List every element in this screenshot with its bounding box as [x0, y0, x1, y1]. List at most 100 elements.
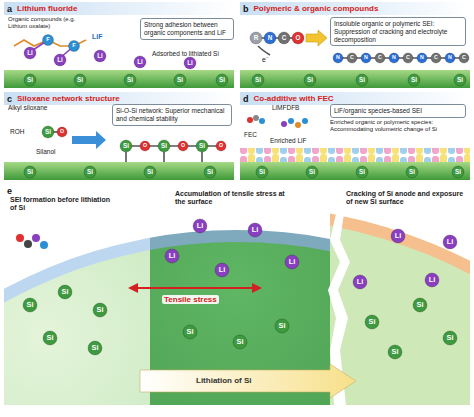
atom-symbol: Li: [353, 275, 367, 289]
atom-circle: [178, 141, 188, 151]
annotation: Accumulation of tensile stress at the su…: [175, 190, 297, 206]
atom-symbol: C: [403, 53, 413, 63]
atom-symbol: F: [43, 35, 54, 46]
atom-circle: [445, 53, 455, 63]
atom-circle: [140, 141, 150, 151]
atom-circle: [278, 32, 290, 44]
atom-symbol: Si: [388, 345, 402, 359]
atom-symbol: Si: [23, 298, 37, 312]
atom-symbol: Si: [454, 74, 466, 86]
atom-symbol: O: [292, 32, 304, 44]
atom-circle: [57, 127, 67, 137]
atom-circle: [443, 331, 457, 345]
atom-symbol: O: [178, 141, 188, 151]
si-layers: [4, 70, 470, 180]
atom-symbol: Li: [443, 235, 457, 249]
atom-symbol: Si: [413, 298, 427, 312]
atom-circle: [204, 166, 216, 178]
atom-circle: [375, 53, 385, 63]
atom-symbol: Si: [24, 74, 36, 86]
atom-symbol: Si: [216, 74, 228, 86]
annotation: LiMFDFB: [272, 104, 316, 111]
atom-symbol: C: [459, 53, 469, 63]
atom-circle: [389, 53, 399, 63]
atom-symbol: Li: [248, 223, 262, 237]
tensile-arrow: [128, 283, 262, 293]
atom-circle: [333, 53, 343, 63]
atom-symbol: Li: [285, 255, 299, 269]
atom-symbol: Si: [124, 74, 136, 86]
panel: bPolymeric & organic compoundsInsoluble …: [240, 2, 470, 88]
box-text: Insoluble organic or polymeric SEI: Supp…: [334, 20, 462, 43]
atom-circle: [134, 56, 146, 68]
atom-symbol: Li: [193, 219, 207, 233]
atom-symbol: Li: [165, 249, 179, 263]
atom-circle: [264, 32, 276, 44]
atom-symbol: Si: [74, 74, 86, 86]
atom-symbol: Li: [215, 263, 229, 277]
atom-circle: [233, 335, 247, 349]
atom-circle: [417, 53, 427, 63]
atom-circle: [292, 32, 304, 44]
atom-circle: [356, 166, 368, 178]
atom-symbol: Si: [174, 74, 186, 86]
atom-symbol: Li: [24, 47, 36, 59]
annotation: SEI formation before lithiation of Si: [10, 196, 114, 212]
lithiation-arrow: [140, 364, 356, 398]
text-box: Si-O-Si network: Superior mechanical and…: [112, 104, 232, 126]
panel-letter: e: [7, 186, 12, 196]
atom-symbol: Li: [184, 57, 196, 69]
atom-circle: [24, 74, 36, 86]
panel-header: aLithium fluoride: [4, 2, 234, 15]
atom-symbol: Si: [233, 335, 247, 349]
annotation: ROH: [10, 128, 34, 135]
atom-symbol: Si: [43, 331, 57, 345]
atom-symbol: Si: [84, 166, 96, 178]
atom-circle: [413, 298, 427, 312]
atom-circle: [304, 74, 316, 86]
atom-circle: [165, 249, 179, 263]
atom-symbol: C: [431, 53, 441, 63]
atom-symbol: Si: [24, 166, 36, 178]
text-box: Strong adhesion between organic componen…: [140, 18, 234, 40]
atom-symbol: Si: [204, 166, 216, 178]
annotation: Alkyl siloxane: [8, 104, 70, 111]
atom-symbol: O: [57, 127, 67, 137]
atom-symbol: Si: [365, 315, 379, 329]
annotation: FEC: [244, 131, 266, 138]
annotation: e⁻: [262, 56, 276, 64]
atom-symbol: Si: [252, 74, 264, 86]
atom-circle: [43, 331, 57, 345]
atom-circle: [196, 140, 208, 152]
atom-symbol: N: [417, 53, 427, 63]
atom-circle: [361, 53, 371, 63]
atom-circle: [124, 74, 136, 86]
atom-circle: [24, 47, 36, 59]
atom-circle: [216, 74, 228, 86]
atom-circle: [93, 303, 107, 317]
atom-symbol: O: [140, 141, 150, 151]
panel-title: Siloxane network structure: [17, 94, 120, 103]
atom-circle: [216, 141, 226, 151]
atom-symbol: Si: [196, 140, 208, 152]
panel-letter: d: [243, 94, 249, 104]
panel-letter: c: [7, 94, 12, 104]
atom-symbol: O: [216, 141, 226, 151]
atom-circle: [459, 53, 469, 63]
atom-circle: [43, 35, 54, 46]
atom-circle: [353, 275, 367, 289]
panel-title: Co-additive with FEC: [254, 94, 334, 103]
atom-symbol: Si: [183, 325, 197, 339]
atom-circle: [58, 285, 72, 299]
annotation: Enriched organic or polymeric species: A…: [330, 119, 468, 133]
atom-circle: [365, 315, 379, 329]
box-text: Si-O-Si network: Superior mechanical and…: [116, 107, 228, 123]
atom-circle: [84, 166, 96, 178]
atom-symbol: N: [361, 53, 371, 63]
atom-symbol: Li: [134, 56, 146, 68]
annotation: Organic compounds (e.g. Lithium oxalate): [8, 16, 80, 30]
atom-circle: [88, 341, 102, 355]
panel-header: bPolymeric & organic compounds: [240, 2, 470, 15]
atom-circle: [275, 319, 289, 333]
